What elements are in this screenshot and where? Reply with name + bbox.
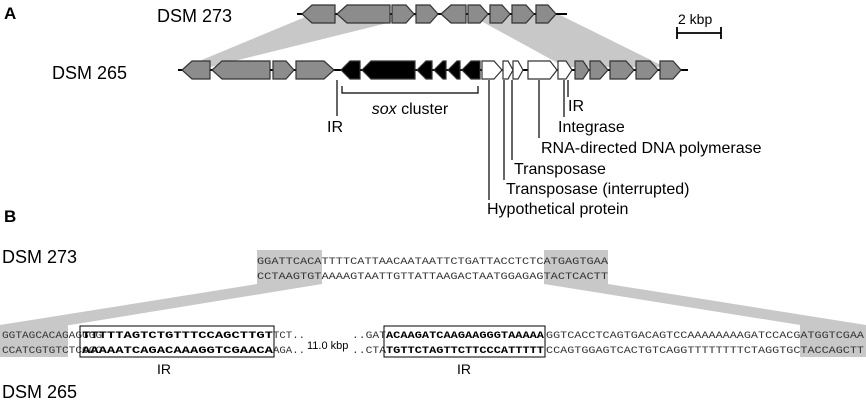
- mobile-gene-arrow: [502, 60, 514, 80]
- integrase-label: Integrase: [558, 119, 625, 136]
- dsm265-mid-1: TCT..: [273, 331, 305, 342]
- dsm265-genes: [181, 60, 682, 80]
- sox-cluster-bracket: [341, 86, 479, 94]
- gene-arrow: [295, 60, 335, 80]
- mobile-gene-arrow: [527, 60, 558, 80]
- hypothetical-protein-label: Hypothetical protein: [487, 201, 628, 218]
- gene-arrow: [440, 4, 467, 24]
- homology-band-left: [185, 15, 420, 67]
- sox-gene-arrow: [461, 60, 481, 80]
- gene-arrow: [589, 60, 609, 80]
- strain-top-label-b: DSM 273: [2, 247, 77, 267]
- scale-bar: [676, 27, 722, 39]
- gene-arrow: [272, 60, 295, 80]
- strain-bottom-label-b: DSM 265: [2, 382, 77, 402]
- sox-gene-arrow: [447, 60, 461, 80]
- strain-top-label: DSM 273: [157, 6, 232, 26]
- sox-cluster-label: sox cluster: [372, 101, 449, 118]
- panel-a-label: A: [4, 4, 16, 23]
- sox-gene-arrow: [416, 60, 433, 80]
- dsm265-right-1: GGTCACCTCAGTGACAGTCCAAAAAAAAGATCCACGATGG…: [546, 331, 864, 342]
- gene-arrow: [511, 4, 535, 24]
- alignment-shading: [0, 250, 866, 357]
- gene-arrow: [211, 60, 271, 80]
- dsm265-mid-2: AGA..: [273, 346, 305, 357]
- sox-gene-arrow: [340, 60, 361, 80]
- dsm265-ir2-1: ACAAGATCAAGAAGGGTAAAAA: [386, 331, 544, 342]
- mobile-gene-arrow: [512, 60, 524, 80]
- mobile-gene-arrow: [557, 60, 573, 80]
- ir-label-right: IR: [457, 361, 471, 377]
- dsm273-seq-top: GGATTCACATTTTCATTAACAATAATTCTGATTACCTCTC…: [257, 257, 608, 268]
- dsm265-right-pre-1: ..GAT: [352, 331, 386, 342]
- gene-arrow: [391, 4, 415, 24]
- dsm265-ir1-1: TTTTTAGTCTGTTTCCAGCTTGT: [82, 331, 273, 342]
- ir-label-left: IR: [157, 361, 171, 377]
- sox-gene-arrow: [433, 60, 447, 80]
- gene-arrow: [301, 4, 336, 24]
- mobile-gene-arrow: [481, 60, 503, 80]
- ir-right-label: IR: [568, 98, 584, 115]
- ir-box-left: [79, 325, 275, 358]
- gap-label: 11.0 kbp: [307, 340, 348, 352]
- sox-gene-arrow: [361, 60, 416, 80]
- dsm265-right-pre-2: ..CTA: [352, 346, 386, 357]
- gene-arrow: [336, 4, 391, 24]
- gene-arrow: [467, 4, 489, 24]
- gene-arrow: [489, 4, 511, 24]
- gene-arrow: [181, 60, 211, 80]
- dsm265-seq-left-2: CCATCGTGTCTCCCC: [2, 346, 102, 357]
- transposase-interrupted-label: Transposase (interrupted): [506, 181, 690, 198]
- transposase-label: Transposase: [514, 161, 606, 178]
- annotation-leaders: [336, 80, 569, 200]
- rna-polymerase-label: RNA-directed DNA polymerase: [541, 140, 762, 157]
- gene-arrow: [415, 4, 439, 24]
- ir-left-label: IR: [327, 119, 343, 136]
- dsm273-seq-bottom: CCTAAGTGTAAAAGTAATTGTTATTAAGACTAATGGAGAG…: [257, 272, 608, 283]
- dsm265-right-2: CCAGTGGAGTCACTGTCAGGTTTTTTTTCTAGGTGCTACC…: [546, 346, 864, 357]
- gene-arrow: [535, 4, 557, 24]
- ir-box-right: [383, 325, 546, 358]
- dsm265-ir1-2: AAAAATCAGACAAAGGTCGAACA: [82, 346, 273, 357]
- gene-arrow: [574, 60, 590, 80]
- dsm265-ir2-2: TGTTCTAGTTCTTCCCATTTTT: [386, 346, 544, 357]
- strain-bottom-label: DSM 265: [52, 63, 127, 83]
- gene-arrow: [609, 60, 635, 80]
- homology-band-right: [470, 15, 665, 67]
- panel-b-label: B: [4, 207, 16, 226]
- gene-arrow: [635, 60, 659, 80]
- scale-bar-label: 2 kbp: [678, 11, 712, 27]
- gene-arrow: [659, 60, 682, 80]
- dsm273-genes: [301, 4, 557, 24]
- dsm265-seq-left-1: GGTAGCACAGAGGGG: [2, 331, 102, 342]
